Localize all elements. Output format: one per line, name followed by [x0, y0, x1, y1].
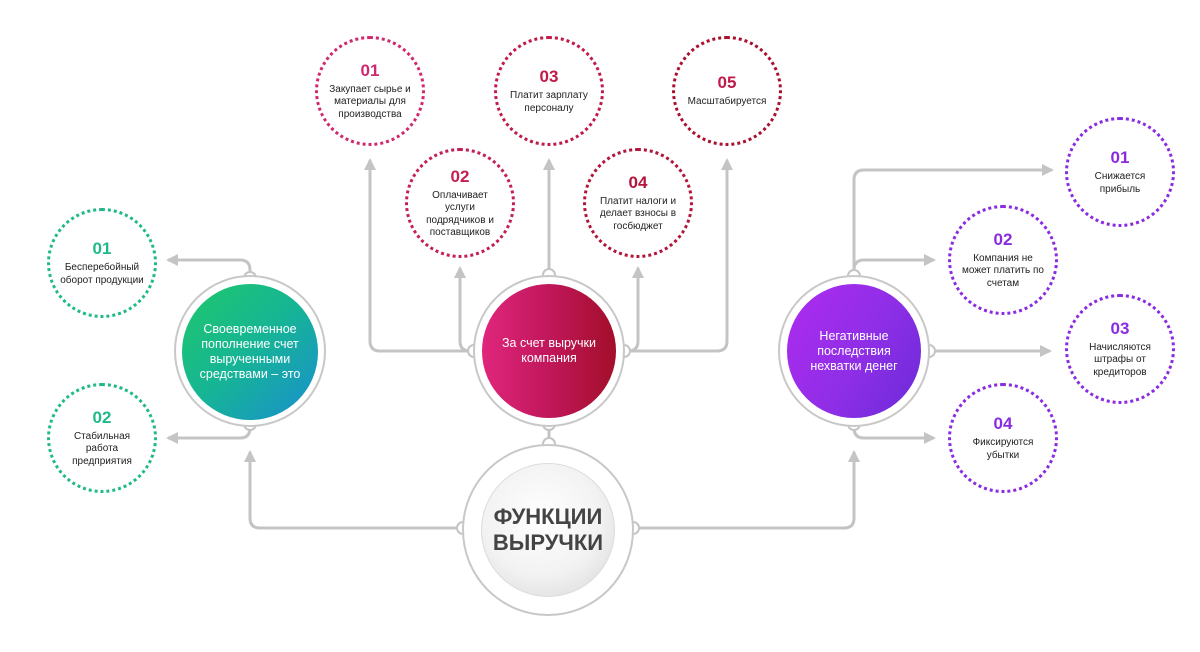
left-item-01-number: 01	[92, 239, 112, 258]
right-item-01: 01 Снижается прибыль	[1065, 117, 1175, 227]
top-item-01-text: Закупает сырье и материалы для производс…	[329, 83, 411, 120]
top-item-05-number: 05	[717, 73, 737, 93]
central-circle: ФУНКЦИИ ВЫРУЧКИ	[481, 463, 615, 597]
top-item-01-number: 01	[360, 60, 380, 80]
top-hub-circle: За счет выручки компания	[482, 284, 616, 418]
right-item-02: 02 Компания не может платить по счетам	[948, 205, 1058, 315]
top-item-05: 05 Масштабируется	[672, 36, 782, 146]
left-item-01-text: Бесперебойный оборот продукции	[60, 262, 144, 286]
right-item-04-text: Фиксируются убытки	[972, 437, 1034, 461]
right-item-03-number: 03	[1110, 318, 1130, 338]
top-item-03-number: 03	[539, 67, 559, 86]
left-hub-label: Своевременное пополнение счет вырученным…	[199, 322, 301, 381]
left-item-02: 02 Стабильная работа предприятия	[47, 383, 157, 493]
top-item-02: 02 Оплачивает услуги подрядчиков и поста…	[405, 148, 515, 258]
top-item-03-text: Платит зарплату персоналу	[510, 90, 588, 114]
right-item-01-number: 01	[1110, 148, 1130, 167]
right-item-03-text: Начисляются штрафы от кредиторов	[1089, 341, 1151, 378]
right-item-04-number: 04	[993, 414, 1013, 433]
top-item-03: 03 Платит зарплату персоналу	[494, 36, 604, 146]
right-hub-label: Негативные последствия нехватки денег	[810, 328, 898, 373]
central-title: ФУНКЦИИ ВЫРУЧКИ	[492, 504, 604, 555]
top-item-05-text: Масштабируется	[687, 96, 767, 108]
right-item-02-number: 02	[993, 229, 1013, 249]
top-item-04-text: Платит налоги и делает взносы в госбюдже…	[599, 195, 677, 232]
right-item-02-text: Компания не может платить по счетам	[962, 252, 1044, 289]
top-item-01: 01 Закупает сырье и материалы для произв…	[315, 36, 425, 146]
top-item-02-number: 02	[450, 166, 470, 186]
left-item-01: 01 Бесперебойный оборот продукции	[47, 208, 157, 318]
left-hub-circle: Своевременное пополнение счет вырученным…	[182, 284, 318, 420]
top-hub-label: За счет выручки компания	[502, 336, 596, 365]
top-item-04-number: 04	[628, 172, 648, 192]
left-item-02-number: 02	[92, 407, 112, 427]
right-item-03: 03 Начисляются штрафы от кредиторов	[1065, 294, 1175, 404]
right-hub-circle: Негативные последствия нехватки денег	[787, 284, 921, 418]
top-item-02-text: Оплачивает услуги подрядчиков и поставщи…	[426, 189, 494, 239]
right-item-01-text: Снижается прибыль	[1094, 171, 1146, 195]
left-item-02-text: Стабильная работа предприятия	[72, 430, 132, 467]
top-item-04: 04 Платит налоги и делает взносы в госбю…	[583, 148, 693, 258]
right-item-04: 04 Фиксируются убытки	[948, 383, 1058, 493]
